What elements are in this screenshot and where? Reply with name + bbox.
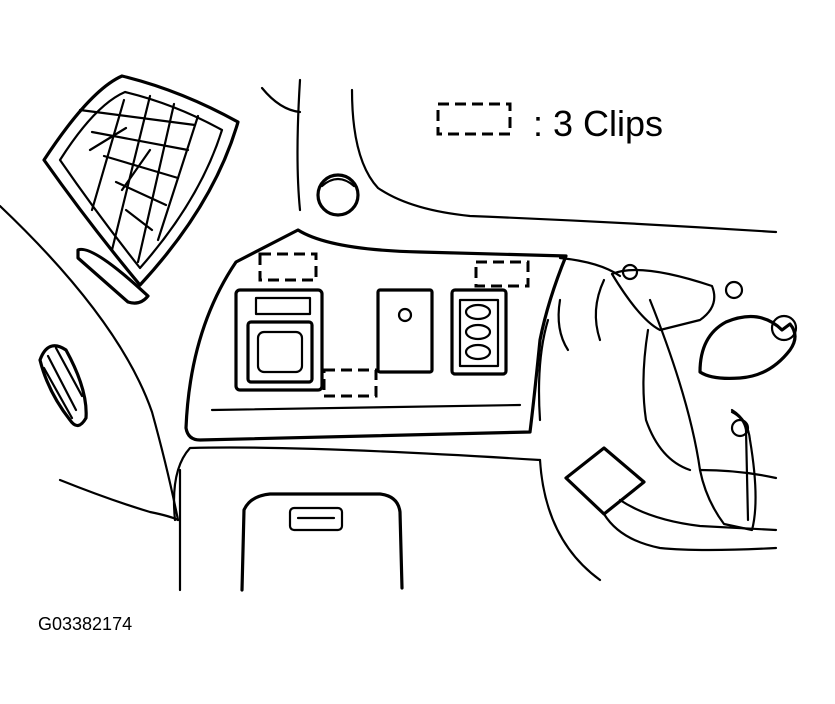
clip-marker-3: [474, 260, 530, 288]
lower-compartment: [240, 492, 404, 592]
legend-label: : 3 Clips: [533, 103, 663, 144]
round-knob: [316, 173, 360, 217]
switch-square: [234, 288, 324, 392]
clip-marker-1: [258, 252, 318, 282]
switch-plain: [376, 288, 434, 374]
connector-block: [564, 446, 778, 552]
clip-marker-2: [322, 368, 378, 398]
switch-panel: [184, 228, 568, 442]
legend: : 3 Clips: [436, 102, 663, 144]
shifter-assembly: [557, 256, 798, 532]
legend-clip-symbol: [436, 102, 512, 136]
switch-triple: [450, 288, 508, 376]
dashboard-outline: [0, 78, 778, 592]
left-air-vent: [42, 74, 240, 305]
side-round-vent: [38, 344, 88, 428]
figure-code: G03382174: [38, 614, 132, 634]
clip-markers: [258, 252, 530, 398]
